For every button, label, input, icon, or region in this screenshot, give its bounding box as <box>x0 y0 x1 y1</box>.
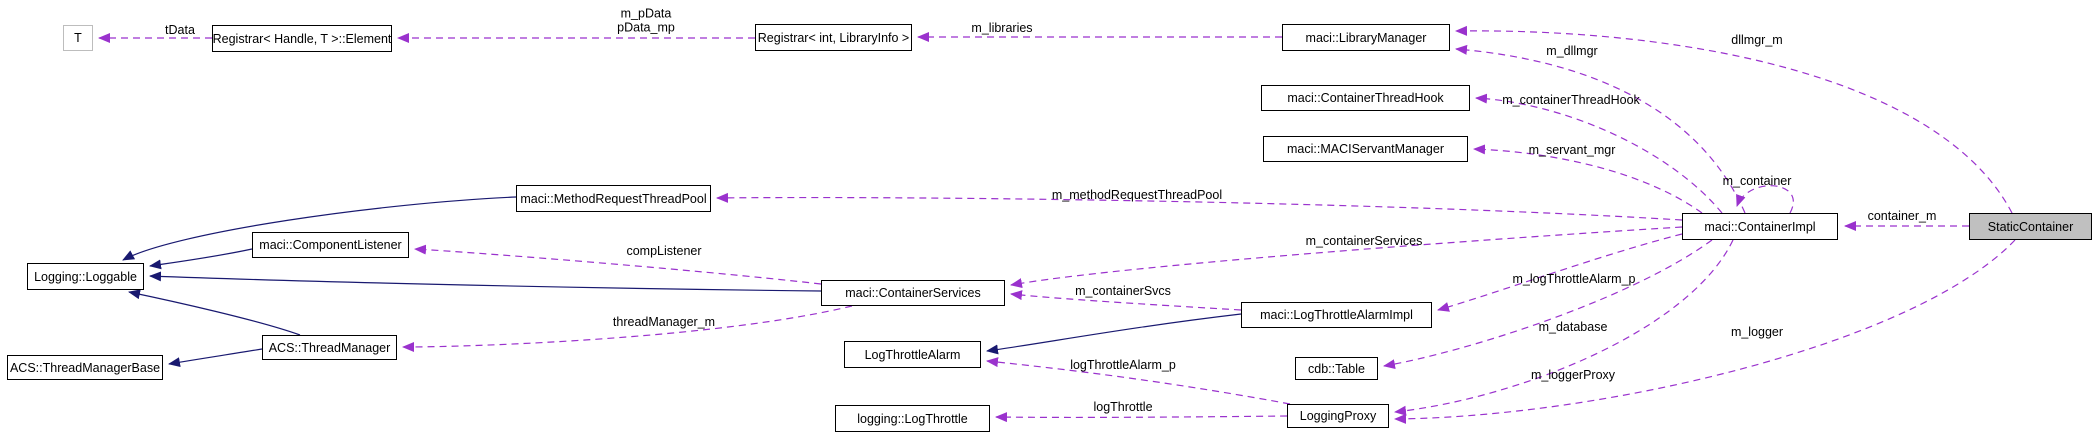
edge-label-m-log-throttle-alarm-p: m_logThrottleAlarm_p <box>1512 272 1636 287</box>
edge-label-m-container: m_container <box>1722 174 1792 189</box>
class-node-component-listener[interactable]: maci::ComponentListener <box>252 232 409 258</box>
edge-label-m-logger: m_logger <box>1730 325 1784 340</box>
class-node-reg-element[interactable]: Registrar< Handle, T >::Element <box>212 25 392 52</box>
class-node-library-manager[interactable]: maci::LibraryManager <box>1282 24 1450 51</box>
edge-m-dllmgr <box>1455 44 1746 214</box>
edge-log-throttle <box>995 412 1288 423</box>
edge-label-m-database: m_database <box>1538 320 1608 335</box>
edge-inherit-cl-loggable <box>149 248 253 270</box>
class-node-reg-int[interactable]: Registrar< int, LibraryInfo > <box>755 24 912 51</box>
edge-m-container <box>1736 185 1794 214</box>
edge-label-m-container-services: m_containerServices <box>1305 234 1423 249</box>
edge-label-tdata: tData <box>165 23 195 38</box>
class-node-thread-manager[interactable]: ACS::ThreadManager <box>262 335 397 360</box>
edge-log-throttle-alarm-p <box>986 357 1291 405</box>
class-node-t-param: T <box>63 25 93 51</box>
edge-label-m-container-svcs: m_containerSvcs <box>1075 284 1171 299</box>
edge-label-m-method-request-thread-pool: m_methodRequestThreadPool <box>1051 188 1223 203</box>
edge-group <box>98 25 2016 424</box>
edge-label-thread-manager-m: threadManager_m <box>612 315 716 330</box>
edge-m-database <box>1383 239 1713 370</box>
class-node-maci-servant-manager[interactable]: maci::MACIServantManager <box>1263 136 1468 162</box>
edge-label-dllmgr-m: dllmgr_m <box>1731 33 1783 48</box>
edge-m-logger <box>1394 239 2016 424</box>
edge-m-logger-proxy <box>1394 239 1734 416</box>
class-node-method-request-thread-pool[interactable]: maci::MethodRequestThreadPool <box>516 185 711 212</box>
edge-label-container-m: container_m <box>1867 209 1937 224</box>
edge-m-container-services <box>1010 226 1683 289</box>
class-node-container-services[interactable]: maci::ContainerServices <box>821 280 1005 306</box>
class-node-logging-log-throttle[interactable]: logging::LogThrottle <box>835 405 990 432</box>
class-node-cdb-table[interactable]: cdb::Table <box>1295 357 1378 380</box>
class-node-log-throttle-alarm-impl[interactable]: maci::LogThrottleAlarmImpl <box>1241 302 1432 328</box>
edge-label-m-container-thread-hook: m_containerThreadHook <box>1502 93 1640 108</box>
edge-inherit-ltai-lta <box>986 313 1242 355</box>
edge-label-m-servant-mgr: m_servant_mgr <box>1528 143 1616 158</box>
edge-m-log-throttle-alarm-p <box>1437 233 1683 312</box>
edge-label-comp-listener: compListener <box>626 244 702 259</box>
edge-label-m-dllmgr: m_dllmgr <box>1546 44 1598 59</box>
class-node-loggable[interactable]: Logging::Loggable <box>27 263 144 290</box>
edge-dllmgr-m <box>1455 25 2013 214</box>
edge-m-container-svcs <box>1010 290 1242 311</box>
edge-label-m-logger-proxy: m_loggerProxy <box>1530 368 1616 383</box>
edge-label-log-throttle-alarm-p: logThrottleAlarm_p <box>1070 358 1176 373</box>
edge-m-container-thread-hook <box>1475 93 1723 214</box>
edge-thread-manager-m <box>402 305 853 352</box>
class-node-container-thread-hook[interactable]: maci::ContainerThreadHook <box>1261 85 1470 111</box>
edge-inherit-tm-tmbase <box>168 348 263 368</box>
class-node-static-container: StaticContainer <box>1969 213 2092 240</box>
edge-inherit-tm-loggable <box>128 289 301 336</box>
class-node-log-throttle-alarm[interactable]: LogThrottleAlarm <box>844 341 981 368</box>
edge-label-m-pdata: m_pData pData_mp <box>617 6 675 34</box>
edge-comp-listener <box>414 244 822 285</box>
class-node-logging-proxy[interactable]: LoggingProxy <box>1287 404 1389 428</box>
class-node-container-impl[interactable]: maci::ContainerImpl <box>1682 213 1838 240</box>
edge-label-log-throttle: logThrottle <box>1093 400 1153 415</box>
edge-label-m-libraries: m_libraries <box>971 21 1033 36</box>
edge-m-servant-mgr <box>1473 144 1703 214</box>
edge-m-method-request-thread-pool <box>716 192 1683 221</box>
edge-inherit-mrtp-loggable <box>122 196 517 261</box>
class-node-thread-manager-base[interactable]: ACS::ThreadManagerBase <box>7 355 163 380</box>
edge-inherit-cs-loggable <box>149 271 822 292</box>
